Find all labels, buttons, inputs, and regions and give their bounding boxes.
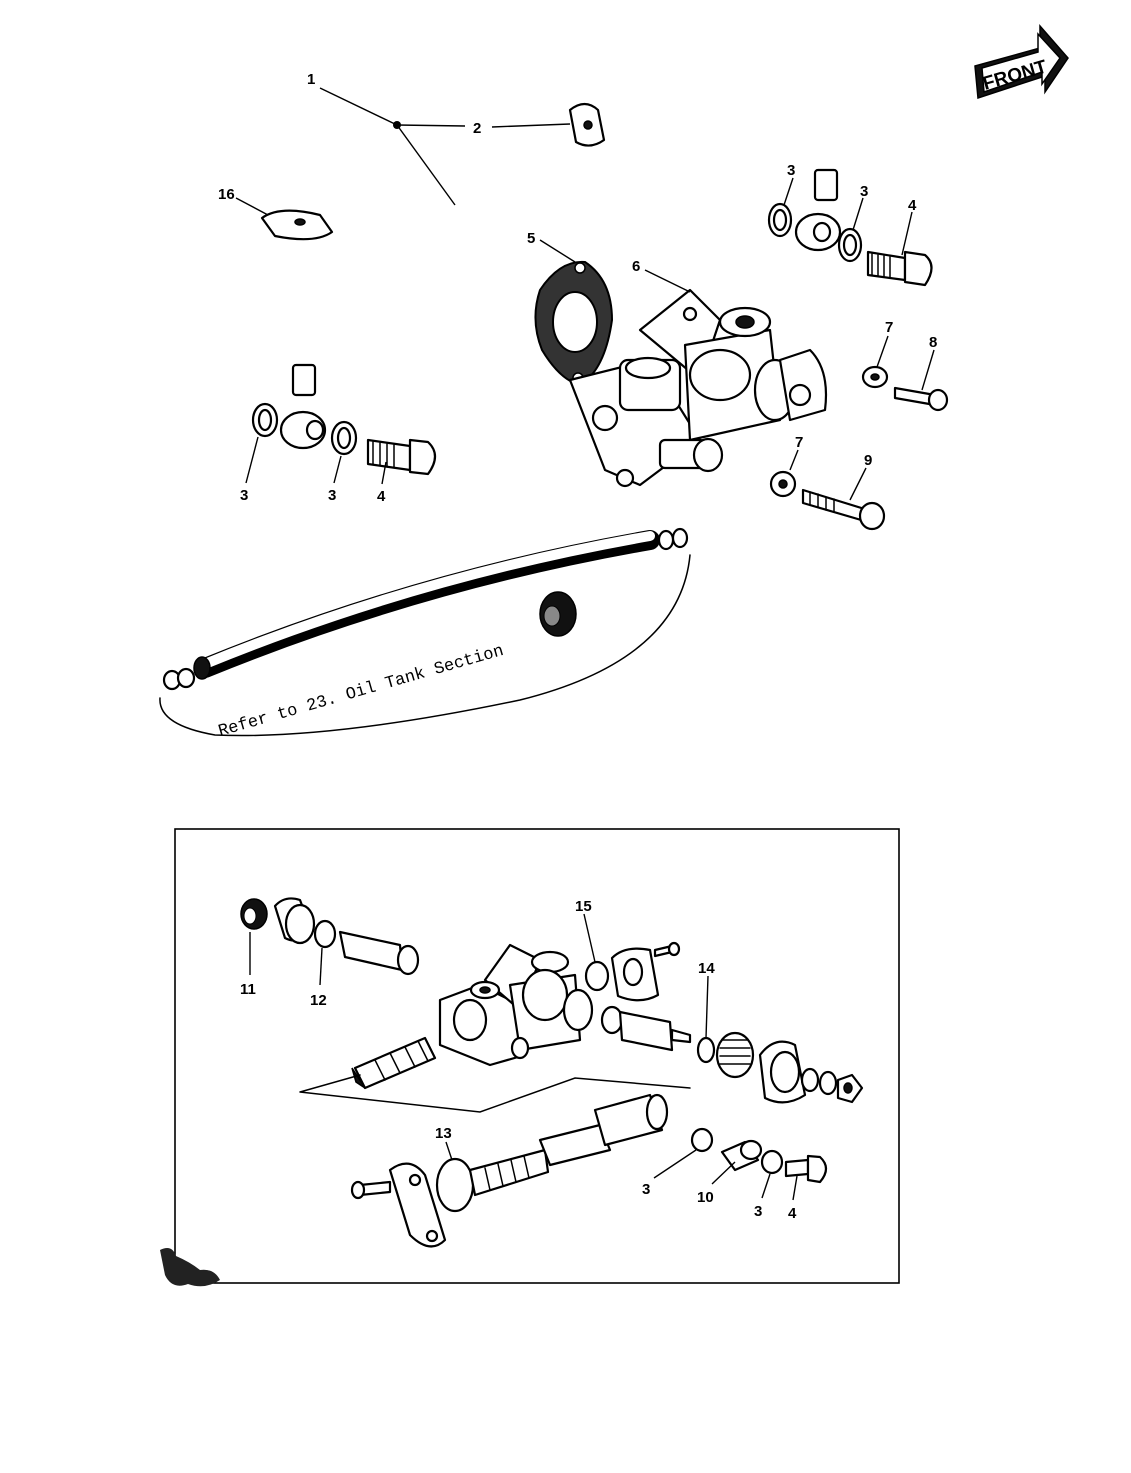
control-pulley	[758, 1040, 807, 1104]
callout-14: 14	[698, 960, 715, 977]
hose-clips	[162, 527, 689, 691]
pump-gasket	[534, 260, 614, 387]
pump-body-disassembled	[438, 943, 594, 1067]
o-ring-13	[435, 1157, 475, 1213]
detail-frame	[174, 828, 900, 1284]
callout-16: 16	[218, 186, 235, 203]
left-banjo-bolt	[366, 438, 437, 476]
o-ring-15	[584, 960, 610, 992]
callout-12: 12	[310, 992, 327, 1009]
callout-15: 15	[575, 898, 592, 915]
oil-hose	[193, 530, 660, 680]
oil-seal	[240, 898, 268, 930]
front-direction-badge: FRONT	[974, 24, 1069, 100]
pump-worm-gear	[351, 1036, 437, 1090]
callout-3: 3	[240, 487, 248, 504]
lower-banjo-bolt	[784, 1154, 828, 1184]
callout-7: 7	[795, 434, 803, 451]
pulley-washers	[800, 1067, 838, 1096]
callout-11: 11	[240, 981, 256, 998]
lower-washer-right	[760, 1149, 784, 1175]
hose-grommet	[539, 591, 577, 637]
callout-10: 10	[697, 1189, 714, 1206]
callout-9: 9	[864, 452, 872, 469]
callout-7: 7	[885, 319, 893, 336]
lower-plunger	[468, 1093, 669, 1197]
callout-3: 3	[787, 162, 795, 179]
assembly-guide-lines	[299, 1074, 691, 1113]
callout-3: 3	[328, 487, 336, 504]
callout-4: 4	[908, 197, 917, 214]
callout-4: 4	[377, 488, 386, 505]
small-screw	[653, 941, 681, 958]
check-valve	[720, 1139, 763, 1172]
screw-upper	[893, 386, 949, 412]
callout-3: 3	[642, 1181, 650, 1198]
control-shaft	[600, 1005, 692, 1052]
callout-2: 2	[473, 120, 481, 137]
pipe-clamp	[568, 102, 606, 147]
callout-4: 4	[788, 1205, 797, 1222]
right-banjo-fitting	[794, 168, 842, 252]
callout-6: 6	[632, 258, 640, 275]
pulley-nut	[836, 1073, 864, 1104]
o-ring-14	[696, 1036, 716, 1064]
oil-pipe	[298, 128, 832, 372]
return-spring	[715, 1031, 755, 1079]
cover-plate	[260, 209, 334, 241]
right-banjo-bolt	[866, 250, 933, 287]
screw-lower	[801, 488, 886, 531]
callout-3: 3	[754, 1203, 762, 1220]
pump-plunger	[338, 930, 420, 976]
callout-3: 3	[860, 183, 868, 200]
reference-bracket	[159, 554, 691, 737]
pump-cover-plate	[388, 1162, 447, 1248]
upper-callout-leaders	[235, 87, 935, 501]
left-washers	[251, 402, 358, 456]
lower-callout-leaders	[249, 913, 798, 1201]
oil-pump-body	[568, 288, 828, 488]
lower-washer-left	[690, 1127, 714, 1153]
pump-plug-cap	[273, 897, 316, 945]
washer-upper	[861, 365, 889, 389]
flange-gasket	[610, 947, 660, 1002]
callout-13: 13	[435, 1125, 452, 1142]
o-ring-upper	[313, 919, 337, 949]
callout-8: 8	[929, 334, 937, 351]
scan-smudge	[160, 1248, 220, 1287]
right-washers	[767, 202, 863, 263]
callout-5: 5	[527, 230, 535, 247]
left-banjo-fitting	[279, 363, 327, 450]
washer-lower	[769, 470, 797, 498]
callout-1: 1	[307, 71, 315, 88]
cover-screw	[350, 1180, 392, 1200]
